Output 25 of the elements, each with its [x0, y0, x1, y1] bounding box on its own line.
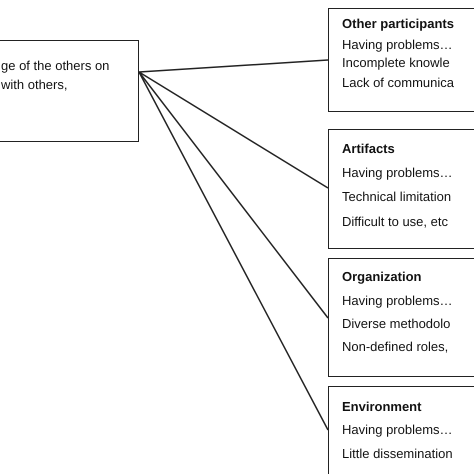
connector-line — [138, 71, 328, 189]
box-heading: Other participants — [342, 16, 454, 32]
text-box — [328, 258, 474, 377]
text-box — [0, 40, 139, 142]
box-text: Lack of communica — [342, 75, 454, 91]
box-text: Having problems… — [342, 293, 453, 309]
connector-line — [138, 59, 328, 73]
box-text: Non-defined roles, — [342, 339, 448, 355]
box-text: Diverse methodolo — [342, 316, 450, 332]
box-text: Having problems… — [342, 422, 453, 438]
box-text: Little dissemination — [342, 446, 453, 462]
box-text: Having problems… — [342, 37, 453, 53]
connector-line — [138, 72, 329, 318]
connector-line — [138, 72, 329, 430]
text-box — [328, 386, 474, 474]
box-heading: Artifacts — [342, 141, 395, 157]
box-text: Technical limitation — [342, 189, 452, 205]
box-text: Incomplete knowle — [342, 55, 450, 71]
box-text: ge of the others on with others, — [1, 57, 110, 94]
text-box — [328, 8, 474, 112]
box-text: Difficult to use, etc — [342, 214, 448, 230]
box-text: Having problems… — [342, 165, 453, 181]
text-box — [328, 129, 474, 249]
box-heading: Environment — [342, 399, 422, 415]
box-heading: Organization — [342, 269, 422, 285]
